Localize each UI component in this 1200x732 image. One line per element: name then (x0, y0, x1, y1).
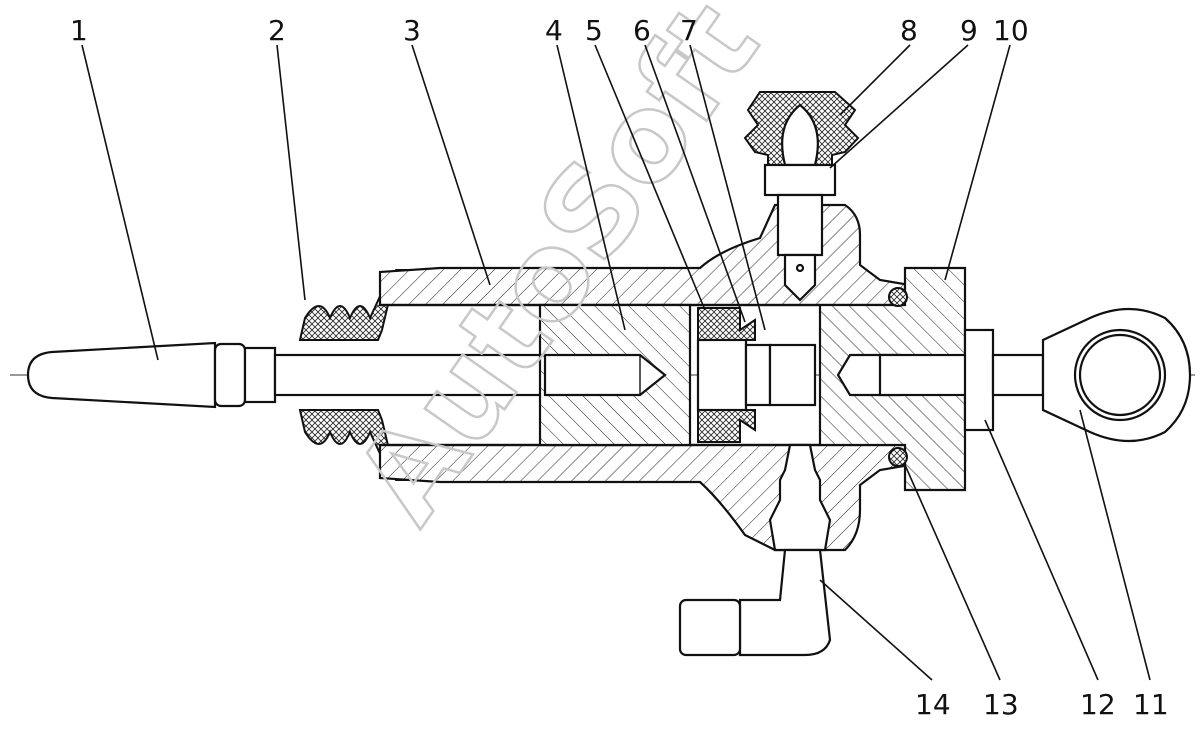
bleeder-valve (743, 91, 860, 302)
piston-retainer (696, 338, 817, 412)
callout-1: 1 (70, 14, 88, 47)
callout-8: 8 (900, 14, 918, 47)
callout-5: 5 (585, 14, 603, 47)
callout-9: 9 (960, 14, 978, 47)
callout-6: 6 (633, 14, 651, 47)
callout-14: 14 (915, 688, 951, 721)
callout-13: 13 (983, 688, 1019, 721)
push-rod (26, 341, 547, 409)
callout-7: 7 (680, 14, 698, 47)
callout-3: 3 (403, 14, 421, 47)
callout-labels: 1 2 3 4 5 6 7 8 9 10 11 12 13 14 (70, 14, 1169, 721)
piston (538, 303, 692, 447)
leader-lines (81, 44, 1151, 681)
lock-nut (878, 328, 1045, 432)
elbow-fitting (678, 443, 832, 657)
callout-10: 10 (993, 14, 1029, 47)
eye-fork (1041, 308, 1192, 442)
callout-2: 2 (268, 14, 286, 47)
callout-11: 11 (1133, 688, 1169, 721)
callout-12: 12 (1080, 688, 1116, 721)
callout-4: 4 (545, 14, 563, 47)
